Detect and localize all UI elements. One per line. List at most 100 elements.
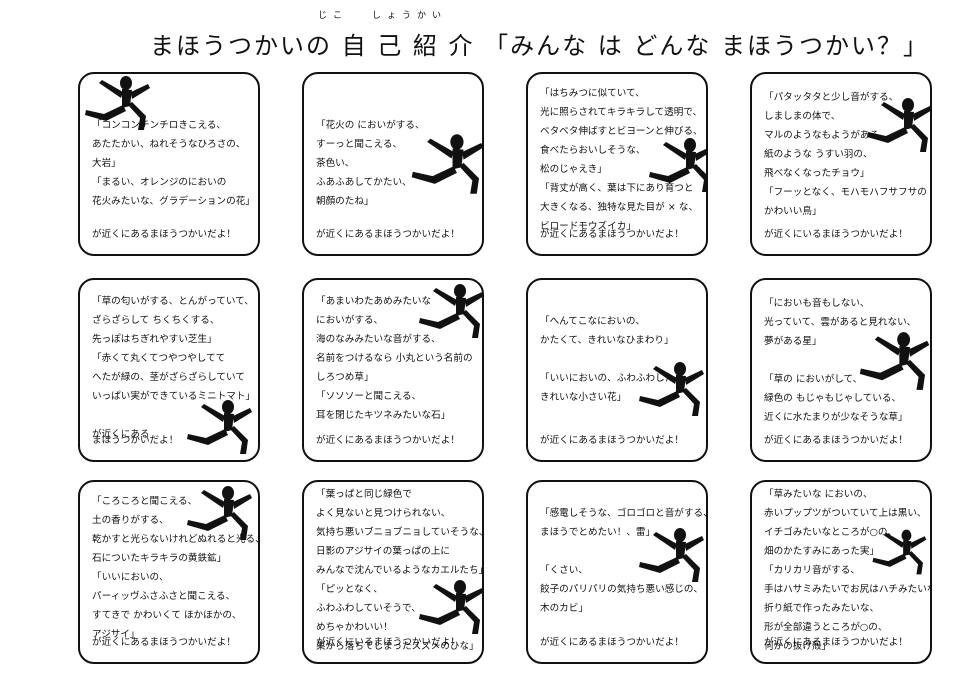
- card-text-line: 紙のような うすい羽の、: [764, 149, 873, 160]
- intro-card-7: 「へんてこなにおいの、かたくて、きれいなひまわり」「いいにおいの、ふわふわした、…: [526, 278, 708, 462]
- card-text-line: アジサイ」: [92, 629, 140, 640]
- card-text-line: めちゃかわいい！: [316, 622, 393, 633]
- card-text-line: 海のなみみたいな音がする、: [316, 334, 441, 345]
- card-text-line: が近くにある: [92, 429, 150, 440]
- card-lines: 「感電しそうな、ゴロゴロと音がする、まほうでとめたい！、雷」「くさい、餃子のパリ…: [540, 504, 706, 618]
- card-text-line: よく見ないと見つけられない、: [316, 508, 451, 519]
- card-text-line: きれいな小さい花」: [540, 392, 627, 403]
- card-text-line: 「いいにおいの、ふわふわした、: [540, 373, 684, 384]
- card-text-line: パーィッヴふさふさと聞こえる、: [92, 591, 236, 602]
- card-text-line: すてきで かわいくて ほかほかの、: [92, 610, 242, 621]
- card-text-line: まほうでとめたい！、雷」: [540, 527, 656, 538]
- card-footer: が近くにあるまほうつかいだよ！: [764, 637, 908, 648]
- card-text-line: いっぱい実ができているミニトマト」: [92, 391, 256, 402]
- card-text-line: 食べたらおいしそうな、: [540, 145, 646, 156]
- intro-card-8: 「においも音もしない、光っていて、雲があると見れない、夢がある星」「草の におい…: [750, 278, 932, 462]
- card-text-line: 松のじゃえき」: [540, 164, 607, 175]
- ruby-jiko: じこ: [318, 11, 349, 21]
- card-text-line: 「草の匂いがする、とんがっていて、: [92, 296, 254, 307]
- card-text-line: においがする、: [316, 315, 384, 326]
- card-text-line: マルのようなもようがある: [764, 130, 880, 141]
- card-text-line: かたくて、きれいなひまわり」: [540, 335, 674, 346]
- intro-card-10: 「葉っぱと同じ緑色でよく見ないと見つけられない、気持ち悪いブニョブニョしていそう…: [302, 480, 484, 664]
- card-text-line: 大岩」: [92, 158, 121, 169]
- card-text-line: しろつめ草」: [316, 372, 374, 383]
- ruby-shokai: しょうかい: [372, 11, 448, 21]
- card-lines: 「パタッタタと少し音がする、しましまの体で、マルのようなもようがある紙のような …: [764, 88, 927, 221]
- card-text-line: [540, 542, 700, 561]
- card-text-line: みんなで沈んでいるようなカエルたち」: [316, 565, 484, 576]
- card-lines: 「葉っぱと同じ緑色でよく見ないと見つけられない、気持ち悪いブニョブニョしていそう…: [316, 486, 484, 657]
- card-lines: 「草の匂いがする、とんがっていて、ざらざらして ちくちくする、先っぽはちぎれやす…: [92, 292, 256, 444]
- card-text-line: [764, 351, 924, 370]
- intro-card-2: 「花火の においがする、すーっと聞こえる、茶色い、ふあふあしてかたい、朝顔のたね…: [302, 72, 484, 256]
- card-footer: が近くにあるまほうつかいだよ！: [540, 229, 684, 240]
- card-footer: が近くにあるまほうつかいだよ！: [764, 435, 908, 446]
- card-footer: が近くにあるまほうつかいだよ！: [316, 435, 460, 446]
- card-text-line: 耳を閉じたキツネみたいな石」: [316, 410, 451, 421]
- card-text-line: 土の香りがする、: [92, 515, 169, 526]
- card-text-line: 乾かすと光らないけれどぬれると光る、: [92, 534, 260, 545]
- card-footer: が近くにいるまほうつかいだよ！: [316, 637, 460, 648]
- card-text-line: 朝顔のたね」: [316, 196, 374, 207]
- card-text-line: 近くに水たまりが少なそうな草」: [764, 412, 908, 423]
- card-text-line: 「赤くて丸くてつやつやしてて: [92, 353, 226, 364]
- card-text-line: ざらざらして ちくちくする、: [92, 315, 220, 326]
- card-text-line: 気持ち悪いブニョブニョしていそうな、: [316, 527, 484, 538]
- card-text-line: 「パタッタタと少し音がする、: [764, 92, 899, 103]
- card-text-line: [92, 406, 252, 425]
- card-text-line: あたたかい、ねれそうなひろさの、: [92, 139, 246, 150]
- card-text-line: 「背丈が高く、葉は下にあり育つと: [540, 183, 694, 194]
- card-text-line: [540, 350, 700, 369]
- card-text-line: 光っていて、雲があると見れない、: [764, 317, 917, 328]
- intro-card-6: 「あまいわたあめみたいなにおいがする、海のなみみたいな音がする、名前をつけるなら…: [302, 278, 484, 462]
- intro-card-4: 「パタッタタと少し音がする、しましまの体で、マルのようなもようがある紙のような …: [750, 72, 932, 256]
- card-text-line: 「ピッとなく、: [316, 584, 383, 595]
- card-text-line: 「草みたいな においの、: [764, 489, 873, 500]
- card-text-line: 「葉っぱと同じ緑色で: [316, 489, 412, 500]
- card-text-line: 「花火の においがする、: [316, 120, 425, 131]
- card-text-line: 「コンコンチンチロきこえる、: [92, 120, 227, 131]
- card-text-line: 「ソソソーと聞こえる、: [316, 391, 422, 402]
- card-lines: 「花火の においがする、すーっと聞こえる、茶色い、ふあふあしてかたい、朝顔のたね…: [316, 116, 476, 211]
- card-text-line: 赤いプップツがついていて上は黒い、: [764, 508, 927, 519]
- card-text-line: ベタベタ伸ばすとビヨーンと伸びる、: [540, 126, 703, 137]
- card-text-line: ふわふわしていそうで、: [316, 603, 421, 614]
- card-text-line: かわいい鳥」: [764, 206, 822, 217]
- intro-card-5: 「草の匂いがする、とんがっていて、ざらざらして ちくちくする、先っぽはちぎれやす…: [78, 278, 260, 462]
- card-text-line: 石についたキラキラの黄鉄鉱」: [92, 553, 227, 564]
- card-text-line: 手はハサミみたいでお尻はハチみたいな: [764, 584, 932, 595]
- card-text-line: 名前をつけるなら 小丸という名前の: [316, 353, 473, 364]
- card-text-line: イチゴみたいなところが○の、: [764, 527, 898, 538]
- card-text-line: 先っぽはちぎれやすい芝生」: [92, 334, 217, 345]
- page-title: まほうつかいの 自 己 紹 介 「みんな は どんな まほうつかい？」: [150, 26, 929, 61]
- card-text-line: 畑のかたすみにあった実」: [764, 546, 880, 557]
- card-text-line: 光に照らされてキラキラして透明で、: [540, 107, 703, 118]
- card-text-line: 「草の においがして、: [764, 374, 863, 385]
- card-text-line: 「ころころと聞こえる、: [92, 496, 198, 507]
- card-text-line: 花火みたいな、グラデーションの花」: [92, 196, 255, 207]
- card-lines: 「コンコンチンチロきこえる、あたたかい、ねれそうなひろさの、大岩」「まるい、オレ…: [92, 116, 255, 211]
- intro-card-1: 「コンコンチンチロきこえる、あたたかい、ねれそうなひろさの、大岩」「まるい、オレ…: [78, 72, 260, 256]
- card-text-line: ふあふあしてかたい、: [316, 177, 412, 188]
- card-footer: が近くにいるまほうつかいだよ！: [764, 229, 908, 240]
- card-text-line: 夢がある星」: [764, 336, 822, 347]
- card-text-line: 緑色の もじゃもじゃしている、: [764, 393, 902, 404]
- card-lines: 「においも音もしない、光っていて、雲があると見れない、夢がある星」「草の におい…: [764, 294, 924, 427]
- card-text-line: 「はちみつに似ていて、: [540, 88, 645, 99]
- card-lines: 「ころころと聞こえる、土の香りがする、乾かすと光らないけれどぬれると光る、石につ…: [92, 492, 260, 644]
- card-text-line: 木のカビ」: [540, 603, 588, 614]
- card-text-line: 「まるい、オレンジのにおいの: [92, 177, 227, 188]
- intro-card-12: 「草みたいな においの、赤いプップツがついていて上は黒い、イチゴみたいなところが…: [750, 480, 932, 664]
- card-text-line: 大きくなる、独特な見た目が × な、: [540, 202, 699, 213]
- card-text-line: 「フーッとなく、モハモハフサフサの: [764, 187, 927, 198]
- card-text-line: 日影のアジサイの葉っぱの上に: [316, 546, 450, 557]
- card-text-line: 「あまいわたあめみたいな: [316, 296, 432, 307]
- card-footer: が近くにあるまほうつかいだよ！: [540, 435, 684, 446]
- card-text-line: 「においも音もしない、: [764, 298, 870, 309]
- card-lines: 「へんてこなにおいの、かたくて、きれいなひまわり」「いいにおいの、ふわふわした、…: [540, 312, 700, 407]
- card-text-line: すーっと聞こえる、: [316, 139, 403, 150]
- title-text: まほうつかいの 自 己 紹 介 「みんな は どんな まほうつかい？」: [150, 32, 930, 60]
- card-text-line: 巣から落ちてしまったスズメのひな」: [316, 641, 479, 652]
- card-text-line: へたが緑の、茎がざらざらしていて: [92, 372, 245, 383]
